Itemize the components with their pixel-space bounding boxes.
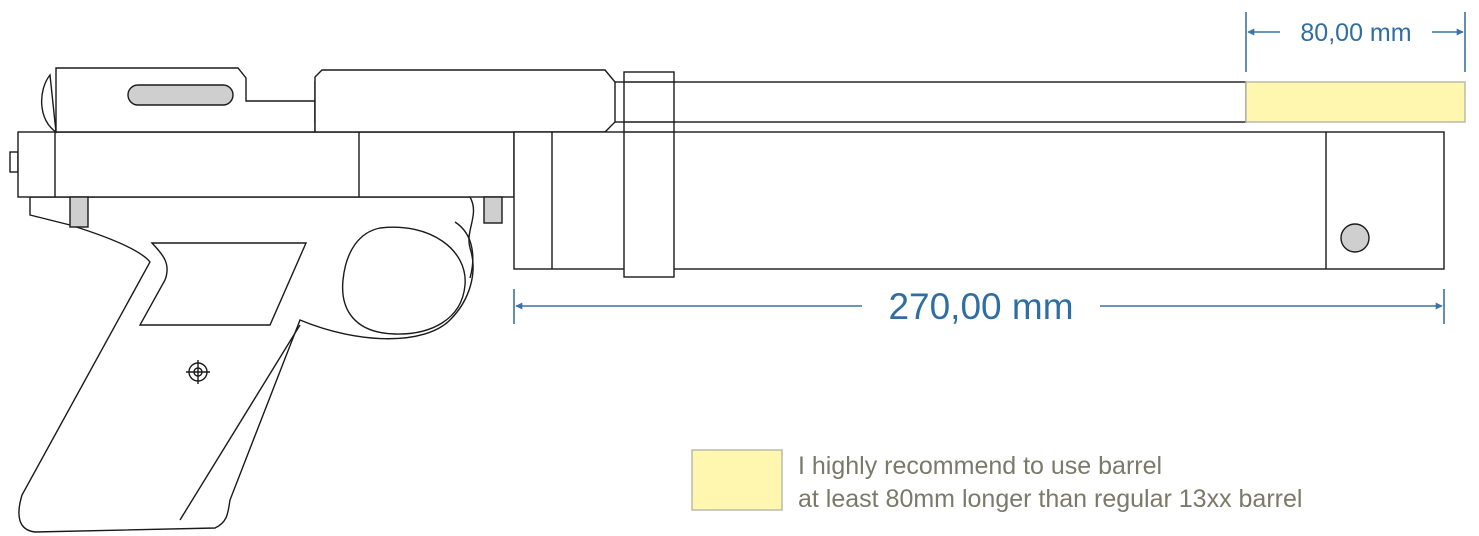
dimension-extension-label: 80,00 mm (1300, 19, 1411, 47)
trigger-guard (341, 226, 466, 335)
legend-swatch (691, 449, 783, 511)
rear-cap (9, 151, 19, 173)
legend-line-1: I highly recommend to use barrel (798, 452, 1162, 480)
frame (17, 131, 515, 198)
grip-panel-lower (179, 324, 301, 521)
front-pin (483, 196, 503, 224)
barrel-extension (1245, 81, 1466, 123)
crosshair-icon (186, 360, 210, 384)
legend-line-2: at least 80mm longer than regular 13xx b… (798, 485, 1302, 513)
bolt-slot (127, 84, 234, 106)
barrel-band (623, 71, 675, 278)
barrel (314, 69, 1247, 133)
trigger-guard-curve (454, 221, 474, 279)
bolt (40, 67, 316, 134)
dimension-extension: 80,00 mm (1245, 12, 1466, 72)
dimension-overall-label: 270,00 mm (888, 286, 1073, 327)
legend: I highly recommend to use barrel at leas… (691, 449, 1302, 513)
dimension-overall: 270,00 mm (513, 286, 1445, 327)
grip (18, 196, 475, 533)
rear-pin (69, 196, 89, 228)
grip-panel (138, 242, 308, 326)
tube-end-pin (1340, 223, 1370, 253)
